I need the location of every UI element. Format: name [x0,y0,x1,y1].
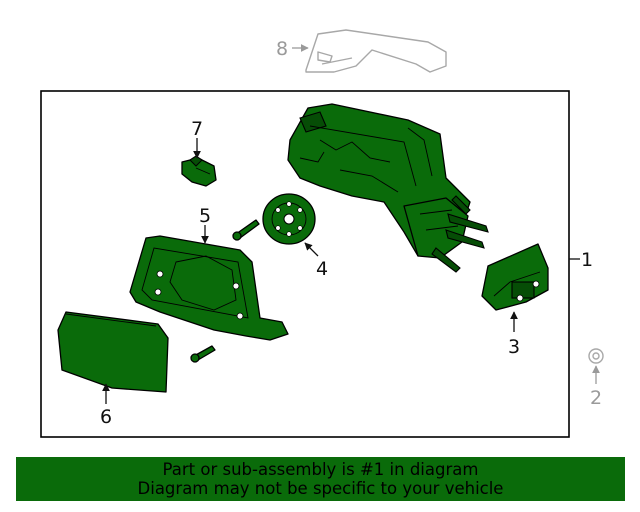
part-4-actuator [262,193,316,245]
part-3-module [481,243,549,311]
notice-line-1: Part or sub-assembly is #1 in diagram [162,460,479,479]
callout-7: 7 [191,118,203,140]
parts-diagram: 8 1 7 4 [40,29,604,438]
callout-6: 6 [100,406,112,428]
callout-1: 1 [581,249,593,271]
part-6-mirror-glass [57,311,169,393]
screw-lower [190,345,216,363]
callout-8: 8 [276,38,288,60]
screw-upper [232,219,260,241]
callout-4: 4 [316,258,328,280]
part-8-mirror-cover [305,29,447,73]
part-7-connector [181,155,217,187]
part-5-backing-plate [129,235,289,341]
callout-5: 5 [199,205,211,227]
assembly-frame [40,90,570,438]
mirror-housing-bracket [287,103,489,273]
notice-banner: Part or sub-assembly is #1 in diagram Di… [16,457,625,501]
callout-3: 3 [508,336,520,358]
callout-2: 2 [590,387,602,409]
part-2-fastener [588,348,604,364]
notice-line-2: Diagram may not be specific to your vehi… [137,479,504,498]
leader-4 [304,242,319,257]
